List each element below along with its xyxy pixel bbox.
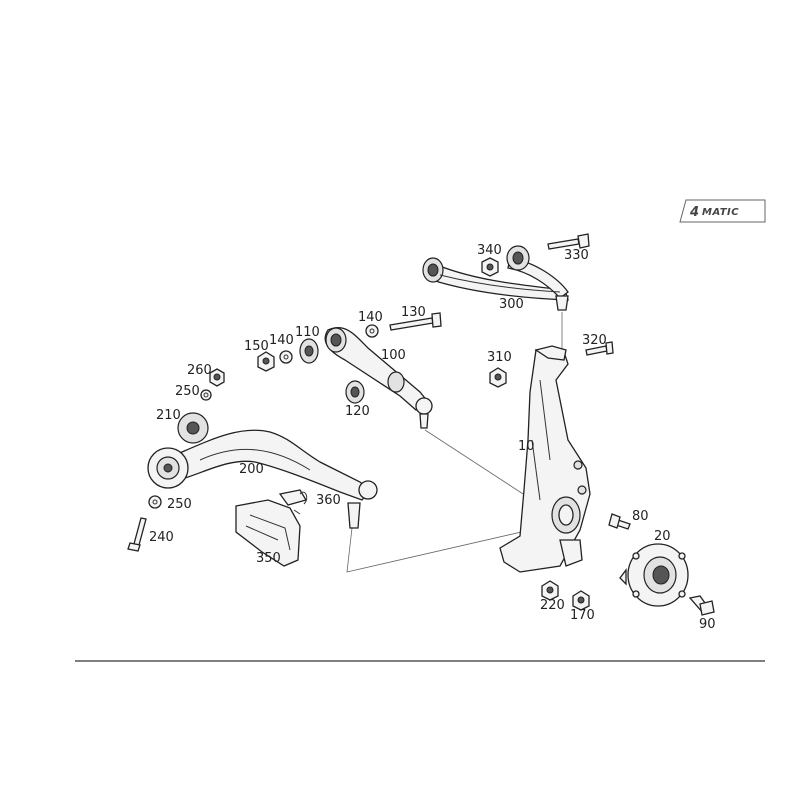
label-360: 360 [316, 493, 341, 508]
nut-260 [209, 368, 225, 387]
control-arm-100 [324, 326, 433, 429]
wheel-hub-20 [619, 543, 689, 607]
label-340: 340 [477, 243, 502, 258]
nut-340 [481, 257, 499, 277]
label-260: 260 [187, 363, 212, 378]
upper-control-arm-300 [422, 245, 569, 311]
badge-number: 4 [689, 205, 700, 220]
bushing-120 [345, 380, 365, 404]
bushing-210 [177, 412, 209, 444]
label-350: 350 [256, 551, 281, 566]
label-120: 120 [345, 404, 370, 419]
steering-knuckle-10 [499, 345, 591, 573]
4matic-badge: 4 MATIC [679, 199, 766, 223]
label-90: 90 [699, 617, 716, 632]
badge-text: MATIC [702, 207, 739, 218]
nut-150 [257, 351, 275, 372]
label-100: 100 [381, 348, 406, 363]
label-110: 110 [295, 325, 320, 340]
label-210: 210 [156, 408, 181, 423]
part-labels: 10 20 80 90 100 110 120 130 140 140 150 … [149, 243, 716, 632]
label-150: 150 [244, 339, 269, 354]
bolt-130 [389, 312, 442, 331]
label-140b: 140 [358, 310, 383, 325]
label-130: 130 [401, 305, 426, 320]
label-220: 220 [540, 598, 565, 613]
label-20: 20 [654, 529, 671, 544]
label-320: 320 [582, 333, 607, 348]
bolt-330 [547, 233, 590, 250]
label-200: 200 [239, 462, 264, 477]
nut-170 [572, 590, 590, 611]
label-170: 170 [570, 608, 595, 623]
cover-350 [235, 499, 301, 567]
washer-140a [279, 350, 293, 364]
bolt-80 [608, 513, 631, 530]
bushing-110 [299, 338, 319, 364]
label-250a: 250 [175, 384, 200, 399]
label-300: 300 [499, 297, 524, 312]
label-240: 240 [149, 530, 174, 545]
leader-lines [346, 312, 563, 573]
washer-250a [200, 389, 212, 401]
bolt-320 [585, 341, 614, 356]
label-10: 10 [518, 439, 535, 454]
label-310: 310 [487, 350, 512, 365]
washer-140b [365, 324, 379, 338]
label-330: 330 [564, 248, 589, 263]
label-80: 80 [632, 509, 649, 524]
label-250b: 250 [167, 497, 192, 512]
nut-310 [489, 367, 507, 388]
bolt-90 [688, 595, 715, 616]
nut-220 [541, 580, 559, 601]
sensor-360 [278, 489, 308, 515]
bolt-240 [127, 517, 147, 552]
control-arm-200 [147, 429, 378, 529]
washer-250b [148, 495, 162, 509]
label-140a: 140 [269, 333, 294, 348]
